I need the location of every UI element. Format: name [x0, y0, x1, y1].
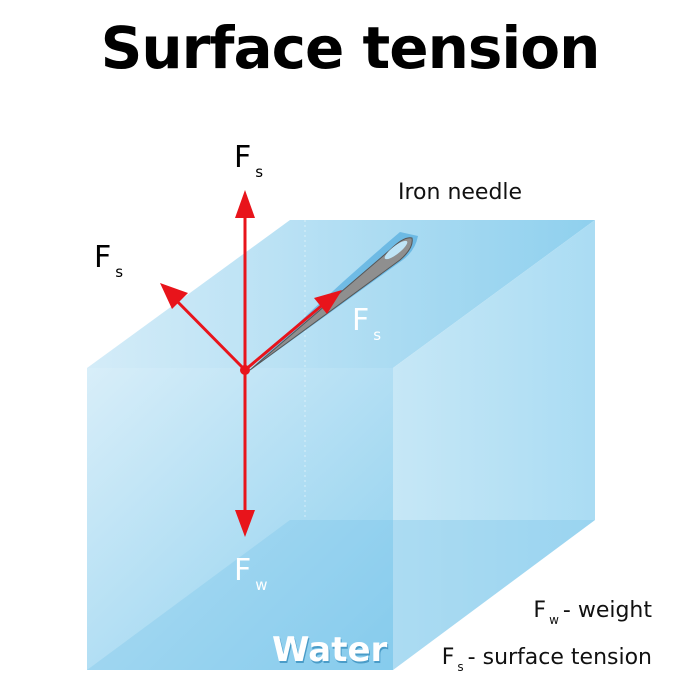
cube-right-face: [393, 220, 595, 670]
arrow-fs-needle: [244, 295, 333, 372]
label-water: Water: [272, 630, 388, 670]
label-iron-needle: Iron needle: [398, 180, 523, 205]
title: Surface tension: [100, 14, 601, 82]
force-arrows: [160, 190, 342, 537]
arrow-fs-left: [166, 290, 247, 372]
